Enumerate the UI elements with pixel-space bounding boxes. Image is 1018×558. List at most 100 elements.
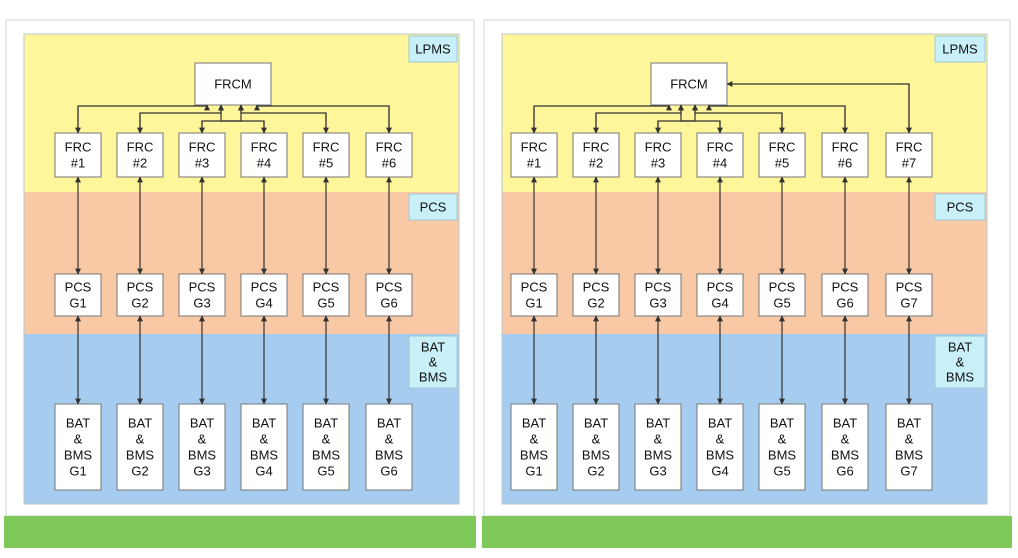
- bat-bms-box-label: G3: [649, 464, 666, 479]
- bat-bms-tag-label: &: [956, 355, 965, 370]
- bat-bms-box-label: BAT: [128, 416, 152, 431]
- frc-box-label: #5: [775, 156, 789, 171]
- bat-bms-box-label: BAT: [252, 416, 276, 431]
- frc-box-label: #5: [319, 156, 333, 171]
- bat-bms-box-label: &: [716, 432, 725, 447]
- bat-bms-box-label: G5: [773, 464, 790, 479]
- bat-bms-box-label: &: [778, 432, 787, 447]
- frc-box: [178, 132, 226, 178]
- frc-box-label: FRC: [313, 140, 340, 155]
- pcs-box-label: PCS: [313, 280, 340, 295]
- bat-bms-box-label: BAT: [833, 416, 857, 431]
- pcs-box-label: G1: [525, 296, 542, 311]
- bat-bms-box-label: G3: [193, 464, 210, 479]
- pcs-box: [572, 273, 620, 317]
- frc-box: [758, 132, 806, 178]
- frc-box-label: FRC: [65, 140, 92, 155]
- frc-box-label: #1: [71, 156, 85, 171]
- bat-bms-box-label: G6: [380, 464, 397, 479]
- pcs-box-label: PCS: [251, 280, 278, 295]
- bat-bms-box-label: BMS: [644, 448, 673, 463]
- bat-bms-tag-label: BAT: [948, 340, 972, 355]
- frc-box-label: FRC: [127, 140, 154, 155]
- pcs-box: [240, 273, 288, 317]
- bat-bms-box-label: BAT: [190, 416, 214, 431]
- panel-2: LPMSPCSBAT&BMSFRCMFRC#1PCSG1BAT&BMSG1FRC…: [482, 19, 1012, 548]
- bat-bms-box-label: BAT: [66, 416, 90, 431]
- frc-box: [54, 132, 102, 178]
- pcs-box-label: G4: [255, 296, 272, 311]
- bat-bms-box-label: BMS: [250, 448, 279, 463]
- bat-bms-box-label: BMS: [312, 448, 341, 463]
- frc-box-label: #3: [651, 156, 665, 171]
- frc-box-label: FRC: [896, 140, 923, 155]
- frcm-box: [194, 62, 272, 106]
- pcs-box: [54, 273, 102, 317]
- frc-box-label: FRC: [521, 140, 548, 155]
- frc-box-label: FRC: [251, 140, 278, 155]
- bat-bms-box-label: BAT: [522, 416, 546, 431]
- bat-bms-box-label: BAT: [646, 416, 670, 431]
- pcs-box-label: PCS: [769, 280, 796, 295]
- pcs-box-label: PCS: [832, 280, 859, 295]
- bat-bms-box-label: BMS: [706, 448, 735, 463]
- bat-bms-box-label: G4: [255, 464, 272, 479]
- bat-bms-box-label: &: [260, 432, 269, 447]
- panel-footer: [482, 516, 1012, 548]
- layers-border: [23, 33, 460, 505]
- pcs-box-label: G4: [711, 296, 728, 311]
- bat-bms-box-label: &: [530, 432, 539, 447]
- frc-box-label: FRC: [583, 140, 610, 155]
- bat-bms-box-label: &: [592, 432, 601, 447]
- bat-bms-box-label: &: [322, 432, 331, 447]
- pcs-tag-label: PCS: [420, 200, 447, 215]
- bat-bms-box: [54, 403, 102, 491]
- pcs-box-label: PCS: [376, 280, 403, 295]
- bat-bms-box-label: &: [136, 432, 145, 447]
- pcs-box-label: PCS: [583, 280, 610, 295]
- bat-bms-box-label: &: [841, 432, 850, 447]
- pcs-box-label: G1: [69, 296, 86, 311]
- frc-box-label: #1: [527, 156, 541, 171]
- bat-bms-box-label: G6: [836, 464, 853, 479]
- bat-bms-box-label: BMS: [831, 448, 860, 463]
- bat-bms-box-label: BMS: [375, 448, 404, 463]
- layers-border: [501, 33, 988, 505]
- pcs-box-label: G6: [836, 296, 853, 311]
- pcs-box-label: G2: [587, 296, 604, 311]
- lpms-tag: [408, 35, 458, 63]
- bat-bms-box-label: BAT: [897, 416, 921, 431]
- bat-bms-tag: [934, 335, 986, 389]
- bat-bms-tag-label: BMS: [946, 370, 975, 385]
- pcs-box: [116, 273, 164, 317]
- frc-box-label: #2: [589, 156, 603, 171]
- pcs-box-label: PCS: [127, 280, 154, 295]
- pcs-box-label: G3: [193, 296, 210, 311]
- frcm-label: FRCM: [670, 77, 708, 92]
- pcs-box-label: G3: [649, 296, 666, 311]
- frc-box-label: FRC: [645, 140, 672, 155]
- frc-box-label: #3: [195, 156, 209, 171]
- bat-bms-box-label: &: [654, 432, 663, 447]
- bat-bms-box: [572, 403, 620, 491]
- bat-bms-box: [758, 403, 806, 491]
- bat-bms-box-label: BMS: [188, 448, 217, 463]
- pcs-box-label: PCS: [707, 280, 734, 295]
- frc-box-label: FRC: [769, 140, 796, 155]
- bat-bms-box-label: &: [198, 432, 207, 447]
- bat-bms-box-label: BAT: [770, 416, 794, 431]
- pcs-box: [696, 273, 744, 317]
- frc-box-label: #6: [382, 156, 396, 171]
- pcs-box: [365, 273, 413, 317]
- frc-box-label: FRC: [189, 140, 216, 155]
- frc-box-label: #7: [902, 156, 916, 171]
- frc-box-label: #2: [133, 156, 147, 171]
- bat-bms-box-label: G1: [525, 464, 542, 479]
- bat-bms-box: [510, 403, 558, 491]
- frc-box: [116, 132, 164, 178]
- bat-bms-box-label: BMS: [126, 448, 155, 463]
- frc-box: [572, 132, 620, 178]
- frc-box: [240, 132, 288, 178]
- bat-bms-box-label: G5: [317, 464, 334, 479]
